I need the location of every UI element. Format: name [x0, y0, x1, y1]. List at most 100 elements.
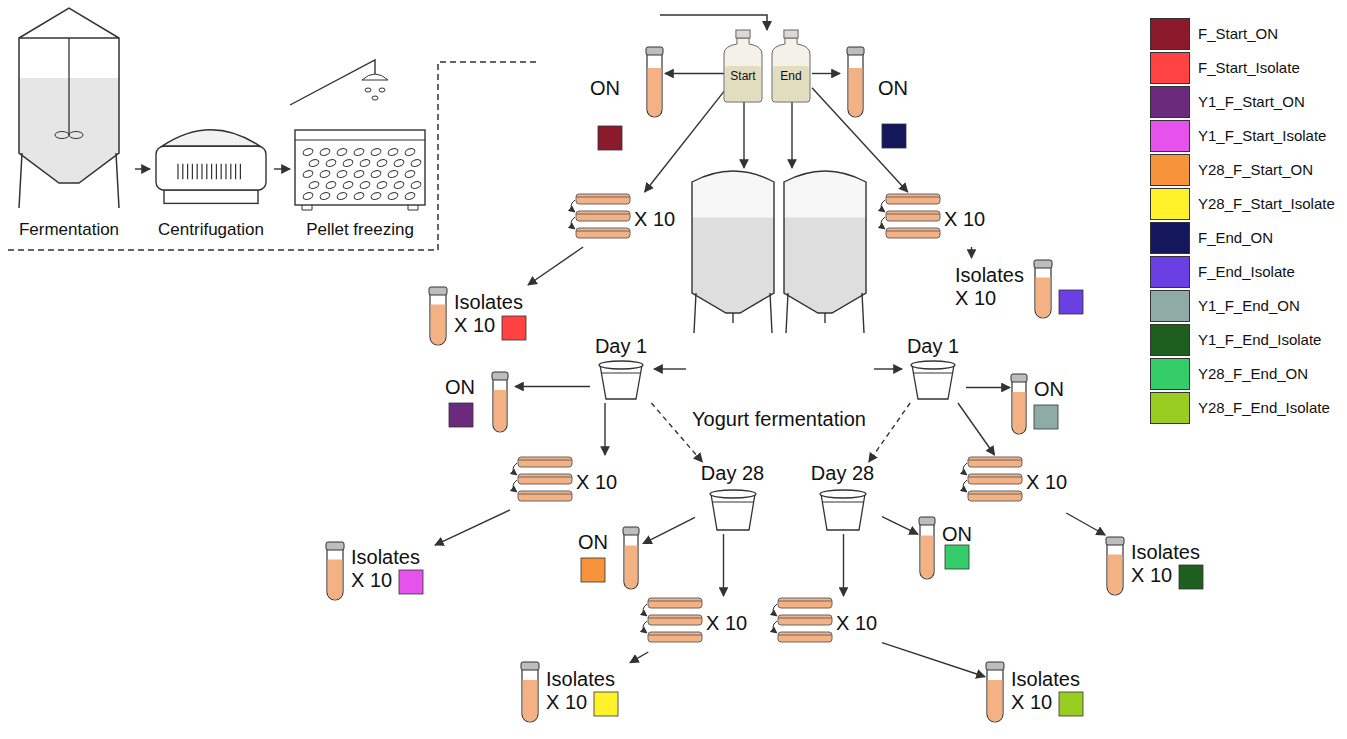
freezing-tray [295, 130, 425, 205]
petri-dish [886, 194, 940, 204]
flow-arrow [515, 386, 590, 387]
color-tag [1179, 565, 1203, 589]
flow-arrow [791, 102, 792, 168]
process-node: Isolates X 10 [955, 258, 1055, 323]
tube-liquid [988, 680, 1003, 721]
process-node: Yogurt fermentation [686, 168, 874, 436]
tank-liquid [784, 218, 866, 314]
node-label: Isolates X 10 [546, 668, 620, 714]
legend-label: F_Start_ON [1198, 25, 1347, 42]
tube-body [430, 293, 446, 345]
pellet [376, 180, 388, 189]
process-node: ON [445, 370, 515, 435]
process-node: Start [724, 30, 764, 102]
flow-arrow [812, 73, 840, 74]
color-tag [399, 570, 423, 594]
tube-body [1012, 380, 1026, 434]
legend-swatch [1150, 188, 1190, 220]
streak-arrow [513, 463, 517, 475]
legend-row: Y28_F_Start_Isolate [1150, 188, 1347, 222]
streak-arrow [963, 463, 967, 475]
pellet [370, 147, 382, 156]
node-label: X 10 [944, 208, 985, 231]
pellet [353, 191, 365, 200]
process-node: Isolates X 10 [325, 540, 435, 602]
petri-lid [968, 477, 1022, 478]
pellet [404, 147, 416, 156]
color-tag [449, 403, 473, 427]
tray-rim [295, 140, 425, 141]
color-tag [502, 316, 526, 340]
streak-arrow [513, 480, 517, 492]
node-label: ON [445, 376, 475, 399]
node-illustration [686, 168, 872, 436]
tube-liquid [1036, 277, 1051, 317]
node-label: Pellet freezing [290, 220, 430, 240]
flow-arrow [874, 368, 902, 369]
yogurt-cup [912, 365, 954, 399]
pellet [302, 191, 314, 200]
tube-liquid [431, 304, 446, 344]
petri-dish [576, 211, 630, 221]
tube-cap [623, 527, 639, 535]
bottle-body [724, 38, 762, 102]
tube-cap [986, 662, 1004, 670]
node-label: Centrifugation [150, 220, 272, 240]
fermenter-body [19, 8, 119, 183]
flow-arrow [665, 73, 724, 74]
tube-liquid [523, 680, 538, 721]
impeller-shaft [68, 38, 69, 135]
petri-lid [576, 214, 630, 215]
streak-arrow [643, 621, 647, 633]
petri-lid [648, 618, 702, 619]
legend-swatch [1150, 18, 1190, 50]
flow-arrow [723, 534, 724, 596]
legend-label: Y28_F_Start_Isolate [1198, 195, 1347, 212]
tank-outline [784, 171, 866, 313]
dispenser-head [362, 74, 388, 80]
pellet [319, 147, 331, 156]
cup-band [602, 373, 640, 374]
petri-dish [648, 632, 702, 642]
tube-cap [492, 372, 508, 380]
tube-liquid [648, 68, 662, 116]
flow-arrow [435, 510, 510, 545]
petri-dish [968, 474, 1022, 484]
fermenter-outline [19, 8, 119, 183]
node-illustration [5, 8, 133, 243]
legend-swatch [1150, 392, 1190, 424]
pellet [342, 180, 354, 189]
process-node: X 10 [568, 192, 678, 247]
bottle-liquid [725, 66, 761, 101]
node-label: Yogurt fermentation [686, 408, 872, 431]
tank-body [692, 171, 774, 313]
flow-arrow [882, 517, 918, 534]
legend-row: Y28_F_End_ON [1150, 358, 1347, 392]
pellet [370, 191, 382, 200]
legend-swatch [1150, 324, 1190, 356]
legend-label: Y1_F_End_ON [1198, 297, 1347, 314]
pellet-drop [372, 96, 378, 100]
feed-arrow [660, 15, 767, 30]
pellet [302, 169, 314, 178]
flow-arrow [843, 534, 844, 596]
tank-liquid [692, 218, 774, 314]
centrifuge-vents [178, 164, 240, 179]
flow-arrow [274, 168, 290, 169]
color-tag [1059, 692, 1083, 716]
petri-dish [778, 598, 832, 608]
node-label: ON [1034, 378, 1064, 401]
cup-band [713, 502, 753, 503]
petri-lid [778, 635, 832, 636]
petri-lid [778, 618, 832, 619]
flow-arrow [882, 643, 985, 677]
pellet [302, 147, 314, 156]
pellet-drop [365, 88, 371, 92]
cup-band [823, 502, 863, 503]
tube-body [647, 53, 662, 117]
tank-outline [692, 171, 774, 313]
process-node: Fermentation [5, 8, 135, 243]
petri-lid [778, 601, 832, 602]
tube-liquid [494, 390, 507, 431]
